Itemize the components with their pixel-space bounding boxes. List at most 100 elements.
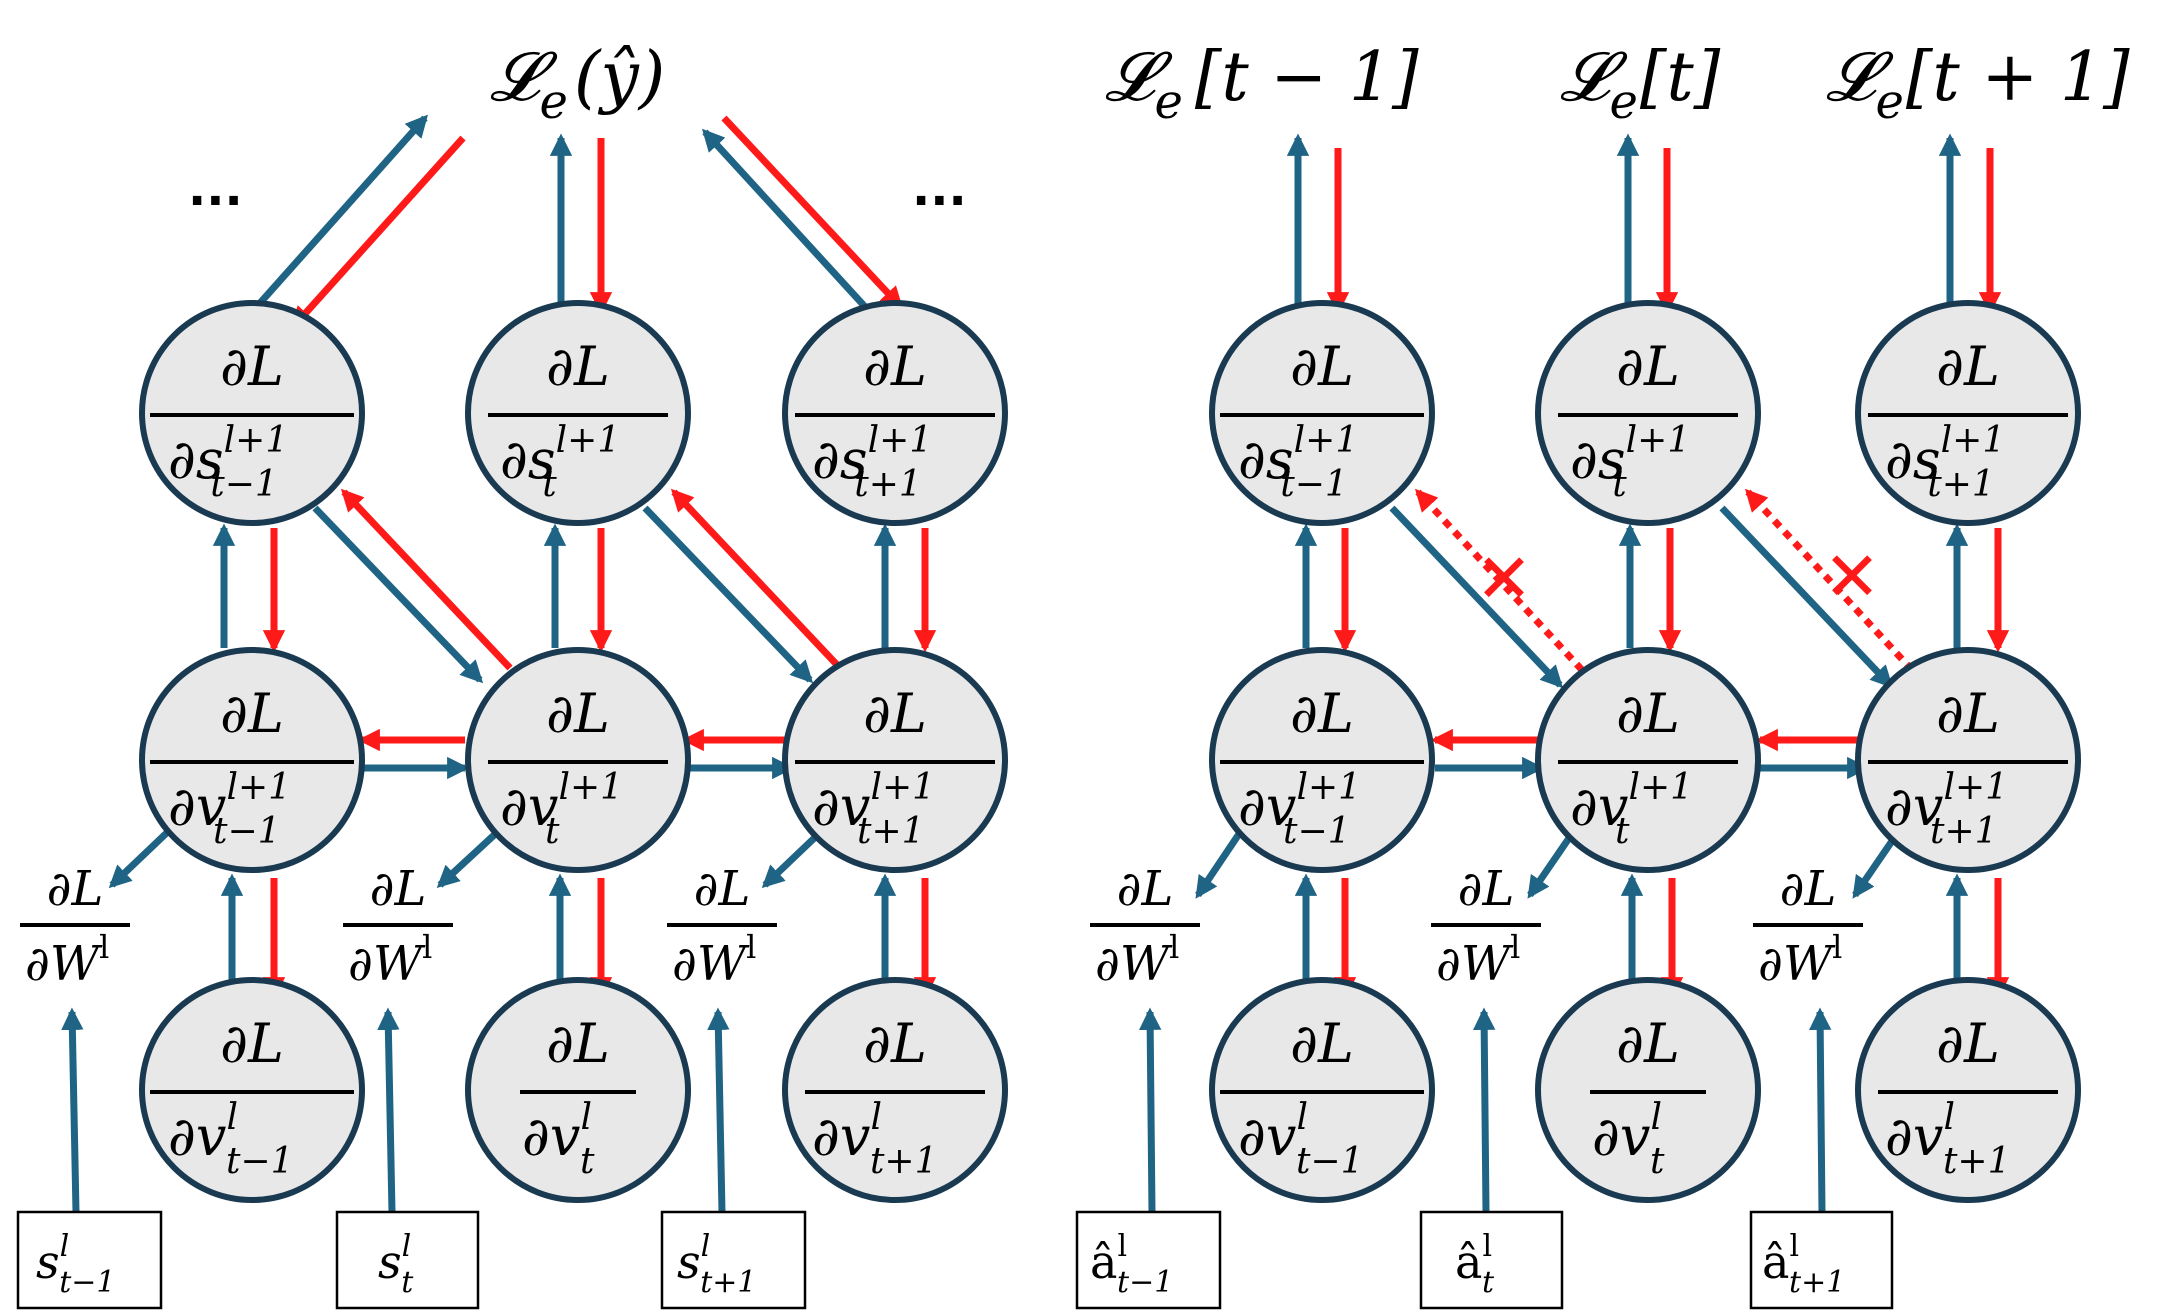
right-loss-2: 𝓛e[t] [1560,38,1721,130]
w-grad-den: ∂Wl [1095,928,1179,992]
arrow-rinput1-to-rw1 [1138,1007,1162,1213]
cut-mark-2: ✕ [1824,538,1881,617]
loss-subscript: e [539,74,567,130]
w-grad-den: ∂Wl [1436,928,1520,992]
node-num: ∂L [546,1012,610,1075]
arrow-loss-to-s3 [721,115,904,310]
w-grad-num: ∂L [47,861,104,917]
w-grad-left-2: ∂L ∂Wl [343,861,453,992]
arrow-input2-to-w2 [377,1007,400,1213]
arrow-v2-to-s1 [340,488,513,671]
right-loss-3: 𝓛e[t + 1] [1826,38,2130,130]
arrow-s1-to-v2 [312,505,484,684]
node-num: ∂L [1616,682,1680,745]
right-loss-1: 𝓛e[t − 1] [1105,38,1419,130]
w-grad-num: ∂L [694,861,751,917]
arrow-loss-to-s1 [291,135,466,330]
loss-argument: (ŷ) [574,38,665,117]
w-grad-right-2: ∂L ∂Wl [1431,861,1541,992]
arrow-s2-to-v3 [642,505,814,684]
w-grad-right-3: ∂L ∂Wl [1753,861,1863,992]
w-grad-num: ∂L [370,861,427,917]
node-num: ∂L [546,335,610,398]
node-num: ∂L [1290,1012,1354,1075]
node-num: ∂L [1616,335,1680,398]
node-num: ∂L [220,1012,284,1075]
left-panel: 𝓛e(ŷ) ... ... [16,38,1008,1310]
node-num: ∂L [546,682,610,745]
arrow-v3-to-s2 [670,488,843,671]
w-grad-left-1: ∂L ∂Wl [20,861,130,992]
left-loss-title: 𝓛e(ŷ) [490,38,665,130]
w-grad-den: ∂Wl [1758,928,1842,992]
arrow-rv2-to-rs1-cut [1414,488,1585,673]
node-num: ∂L [1290,335,1354,398]
node-num: ∂L [220,682,284,745]
arrow-v1-to-w1 [108,822,178,889]
w-grad-num: ∂L [1458,861,1515,917]
ellipsis-right: ... [912,161,967,217]
arrow-s1-to-loss [249,114,428,315]
arrow-rinput2-to-rw2 [1472,1007,1496,1213]
w-grad-den: ∂Wl [672,928,756,992]
cut-mark-1: ✕ [1476,540,1533,619]
arrow-rinput3-to-rw3 [1808,1007,1832,1213]
node-num: ∂L [1290,682,1354,745]
w-grad-num: ∂L [1117,861,1174,917]
node-num: ∂L [863,682,927,745]
arrow-input1-to-w1 [61,1007,84,1213]
arrow-rs1-to-rv2 [1389,505,1564,689]
w-grad-den: ∂Wl [25,928,109,992]
node-num: ∂L [863,335,927,398]
arrow-rv3-to-rs2-cut [1744,488,1915,673]
arrow-s3-to-loss [701,128,871,313]
w-grad-den: ∂Wl [348,928,432,992]
arrow-rv1-to-rw1 [1195,823,1248,899]
node-num: ∂L [1616,1012,1680,1075]
w-grad-right-1: ∂L ∂Wl [1090,861,1200,992]
node-num: ∂L [1936,1012,2000,1075]
node-num: ∂L [1936,335,2000,398]
ellipsis-left: ... [188,161,243,217]
arrow-input3-to-w3 [707,1007,730,1213]
w-grad-num: ∂L [1780,861,1837,917]
node-num: ∂L [220,335,284,398]
w-grad-left-3: ∂L ∂Wl [667,861,777,992]
